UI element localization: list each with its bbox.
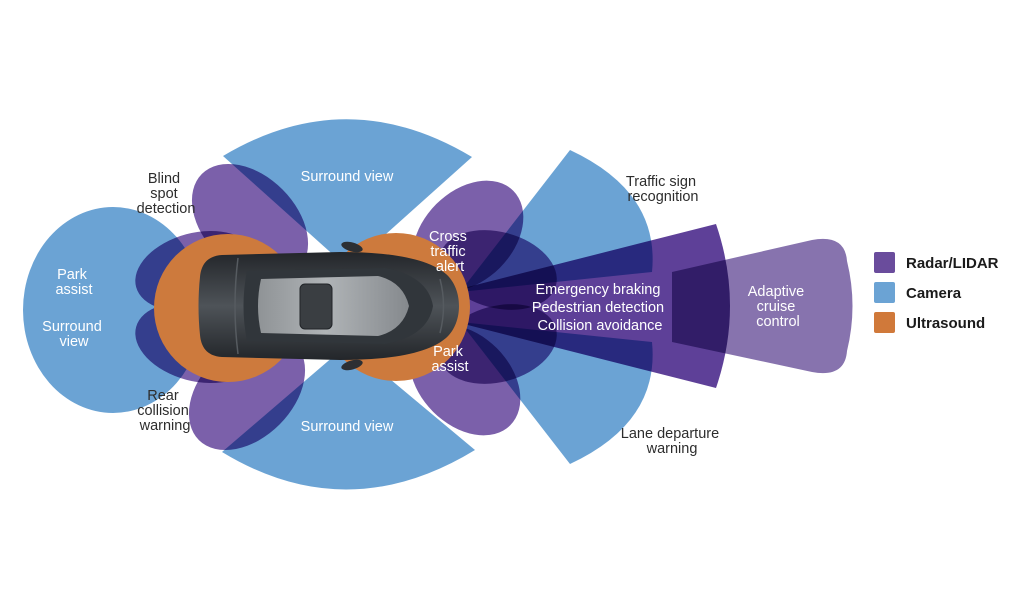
legend: Radar/LIDAR Camera Ultrasound (874, 252, 999, 333)
label-line: Camera (906, 285, 962, 302)
label-line: Lane departure (621, 426, 719, 442)
label-line: warning (646, 441, 698, 457)
label-line: Cross (429, 229, 467, 245)
label-line: alert (436, 259, 464, 275)
label-line: cruise (757, 299, 796, 315)
label-line: control (756, 314, 800, 330)
label-blind-spot-detection: Blind spot detection (137, 171, 196, 217)
label-adaptive-cruise-control: Adaptive cruise control (748, 284, 808, 330)
label-line: Surround view (301, 169, 394, 185)
label-line: Surround (42, 319, 102, 335)
label-cross-traffic-alert: Cross traffic alert (429, 229, 471, 275)
zone-surround-view-bottom (222, 344, 475, 490)
zone-labels: Blind spot detection Park assist Surroun… (42, 169, 808, 457)
label-line: assist (55, 282, 92, 298)
label-lane-departure-warning: Lane departure warning (621, 426, 723, 457)
zone-emergency-braking-cone (452, 224, 730, 388)
label-park-assist-front: Park assist (431, 344, 468, 375)
car-mirror-bottom (341, 359, 363, 371)
label-line: Park (57, 267, 88, 283)
label-line: Traffic sign (626, 174, 696, 190)
label-line: traffic (430, 244, 465, 260)
label-line: Pedestrian detection (532, 300, 664, 316)
car-hood-line (439, 278, 445, 334)
legend-label-camera: Camera (906, 285, 962, 302)
label-traffic-sign-recognition: Traffic sign recognition (626, 174, 700, 205)
legend-label-radar-lidar: Radar/LIDAR (906, 255, 999, 272)
label-line: Surround view (301, 419, 394, 435)
label-line: Blind (148, 171, 180, 187)
label-line: Emergency braking (536, 282, 661, 298)
legend-swatch-radar-lidar (874, 252, 895, 273)
label-surround-view-left: Surround view (42, 319, 106, 350)
legend-swatch-camera (874, 282, 895, 303)
label-line: warning (139, 418, 191, 434)
label-line: Collision avoidance (538, 318, 663, 334)
car-trunk-line (234, 257, 239, 355)
label-line: detection (137, 201, 196, 217)
label-line: Radar/LIDAR (906, 255, 999, 272)
label-line: Rear (147, 388, 179, 404)
legend-label-ultrasound: Ultrasound (906, 315, 985, 332)
label-line: assist (431, 359, 468, 375)
label-park-assist-rear: Park assist (55, 267, 92, 298)
car-top-view (198, 241, 459, 371)
label-line: spot (150, 186, 177, 202)
label-line: recognition (628, 189, 699, 205)
legend-swatch-ultrasound (874, 312, 895, 333)
label-line: collision (137, 403, 189, 419)
label-line: view (59, 334, 89, 350)
car-roof (258, 276, 409, 336)
car-sunroof (299, 283, 333, 330)
label-surround-view-top: Surround view (301, 169, 394, 185)
label-line: Ultrasound (906, 315, 985, 332)
label-surround-view-bottom: Surround view (301, 419, 394, 435)
label-rear-collision-warning: Rear collision warning (137, 388, 193, 434)
car-mirror-top (341, 241, 363, 253)
label-emergency-braking: Emergency braking Pedestrian detection C… (532, 282, 668, 334)
zone-surround-view-top (223, 119, 472, 268)
label-line: Park (433, 344, 464, 360)
label-line: Adaptive (748, 284, 804, 300)
